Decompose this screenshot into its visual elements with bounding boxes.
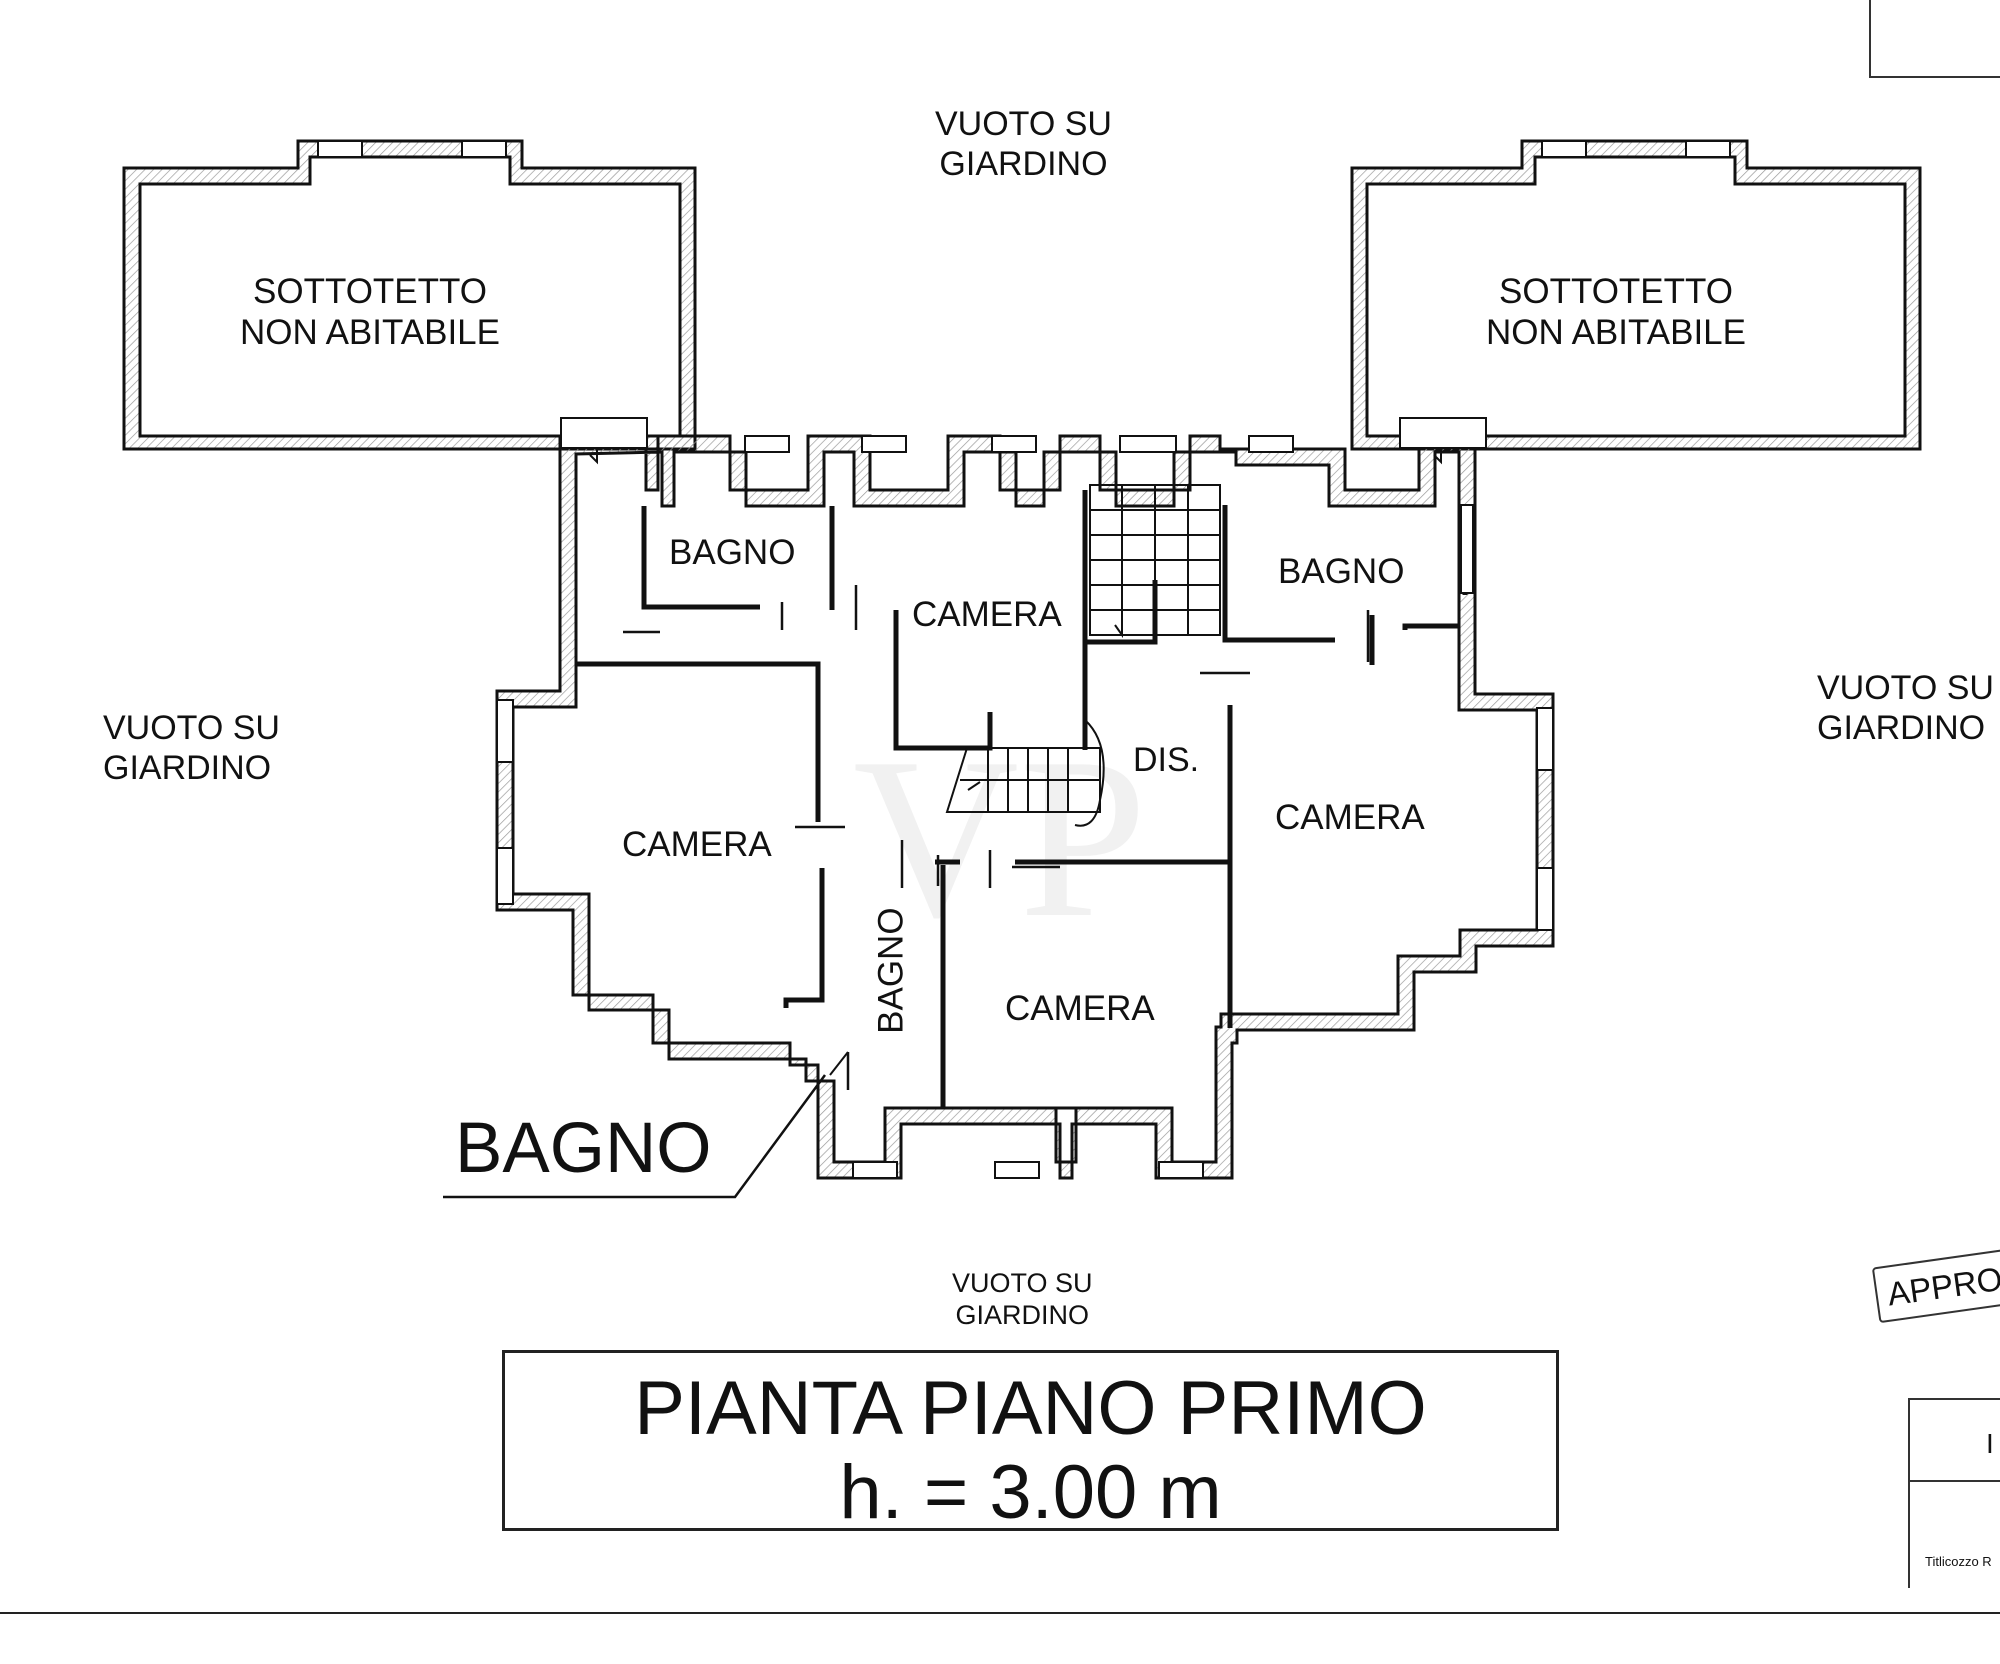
- callout-bath-label: BAGNO: [455, 1109, 712, 1188]
- void-left-line2: GIARDINO: [103, 749, 272, 788]
- room-label-bed-top-center: CAMERA: [912, 595, 1062, 634]
- void-label-left: VUOTO SU GIARDINO: [103, 708, 280, 788]
- callout-leader-line: [443, 1074, 827, 1199]
- drawing-title-box: PIANTA PIANO PRIMO h. = 3.00 m: [502, 1350, 1559, 1535]
- attic-right-line1: SOTTOTETTO: [1499, 272, 1733, 311]
- windows: [317, 140, 1731, 1179]
- void-bottom-line1: VUOTO SU: [952, 1268, 1093, 1298]
- room-label-bath-center: BAGNO: [871, 907, 911, 1034]
- void-top-line1: VUOTO SU: [935, 105, 1112, 143]
- void-right-line2: GIARDINO: [1817, 709, 1986, 748]
- title-block-small-text: Titlicozzo R: [1925, 1554, 1992, 1569]
- void-label-right: VUOTO SU GIARDINO: [1817, 668, 1994, 748]
- approval-stamp: APPROV: [1871, 1246, 2000, 1324]
- void-top-line2: GIARDINO: [939, 145, 1108, 184]
- attic-left-walls: [122, 139, 697, 451]
- attic-left-line2: NON ABITABILE: [240, 313, 500, 353]
- title-block-corner-frame: [1869, 0, 2000, 78]
- room-label-attic-right: SOTTOTETTO NON ABITABILE: [1486, 271, 1746, 354]
- void-label-top: VUOTO SU GIARDINO: [935, 104, 1112, 184]
- attic-left-line1: SOTTOTETTO: [253, 272, 487, 311]
- drawing-height-note: h. = 3.00 m: [839, 1450, 1222, 1535]
- callout-tick: [829, 1051, 849, 1076]
- room-label-bed-right: CAMERA: [1275, 798, 1425, 837]
- room-label-bath-top-left: BAGNO: [669, 533, 796, 572]
- attic-hatches: [589, 448, 1442, 465]
- sheet-bottom-line: [0, 1612, 2000, 1614]
- void-bottom-line2: GIARDINO: [955, 1299, 1090, 1330]
- staircase-central: [945, 719, 1105, 827]
- title-block-frame: [1908, 1398, 2000, 1588]
- attic-right-line2: NON ABITABILE: [1486, 313, 1746, 353]
- watermark-logo: VP: [853, 710, 1147, 965]
- void-right-line1: VUOTO SU: [1817, 669, 1994, 707]
- title-block-divider: [1908, 1480, 2000, 1482]
- room-label-bed-left: CAMERA: [622, 825, 772, 864]
- room-label-bed-bottom: CAMERA: [1005, 989, 1155, 1028]
- title-block-letter: I: [1986, 1428, 1994, 1459]
- approval-stamp-text: APPROV: [1885, 1256, 2000, 1313]
- void-label-bottom: VUOTO SU GIARDINO: [952, 1268, 1093, 1332]
- drawing-title: PIANTA PIANO PRIMO: [634, 1366, 1427, 1451]
- room-label-bath-top-right: BAGNO: [1278, 552, 1405, 591]
- room-label-attic-left: SOTTOTETTO NON ABITABILE: [240, 271, 500, 354]
- void-left-line1: VUOTO SU: [103, 709, 280, 747]
- staircase-upper: [1089, 484, 1221, 640]
- door-marks: [623, 585, 1370, 1090]
- interior-walls: [576, 490, 1468, 1108]
- attic-right-walls: [1350, 139, 1922, 451]
- room-label-hall: DIS.: [1133, 741, 1200, 779]
- approval-stamp-wrap: APPROV: [1871, 1246, 2000, 1324]
